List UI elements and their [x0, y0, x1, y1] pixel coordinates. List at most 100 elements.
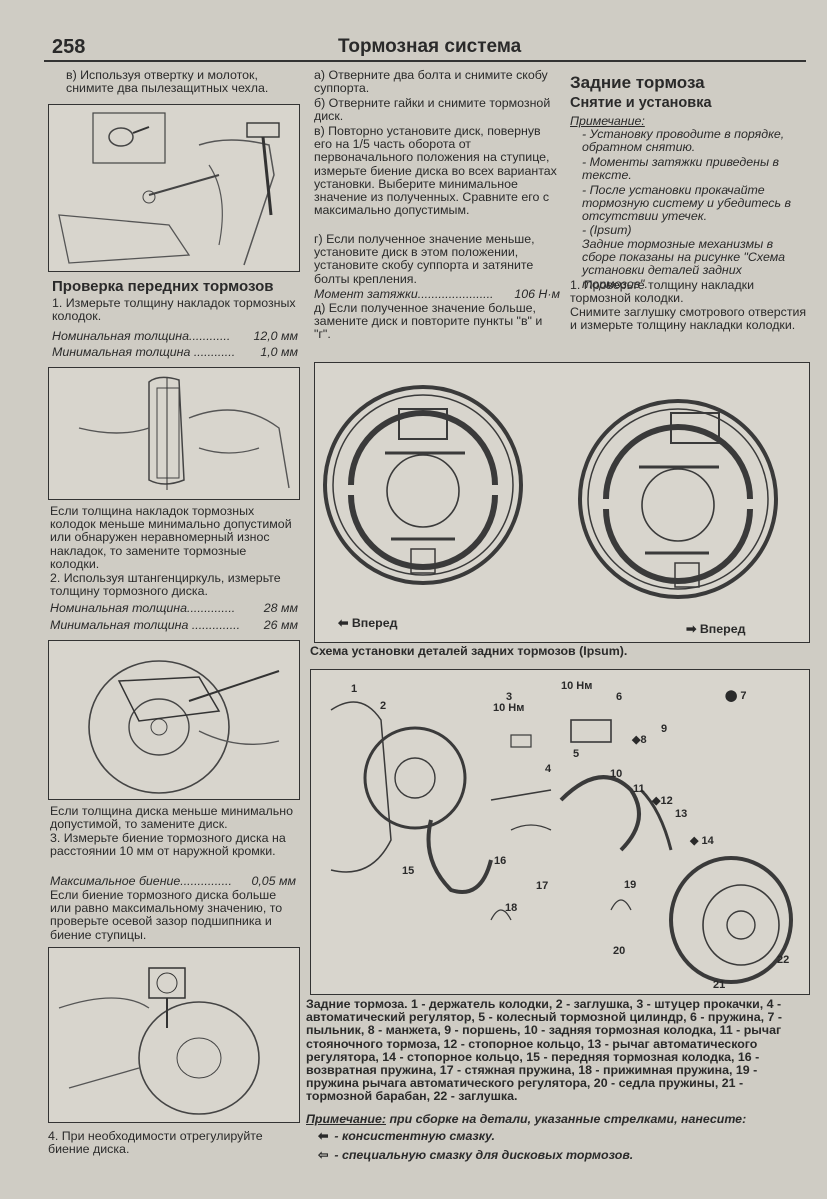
parts-caption: Задние тормоза. 1 - держатель колодки, 2… [306, 997, 782, 1104]
pads-nominal-value: 12,0 мм [253, 329, 298, 343]
figure-disc-measure [48, 640, 300, 800]
runout-note: Если биение тормозного диска больше или … [50, 888, 283, 942]
forward-left-label: Вперед [351, 616, 398, 630]
legend-disc-grease: ⇦ - специальную смазку для дисковых торм… [318, 1148, 634, 1162]
dot-icon: ⬤ [725, 690, 741, 702]
part-label-21: 21 [713, 979, 726, 991]
legend-grease-text: - консистентную смазку. [334, 1129, 495, 1143]
note-4: - (Ipsum) [582, 223, 632, 237]
step-b: б) Отверните гайки и снимите тормозной д… [314, 96, 551, 124]
runout-value: 0,05 мм [251, 874, 296, 888]
disc-min-label: Минимальная толщина .............. [50, 618, 241, 632]
dot-icon: ◆ [632, 734, 641, 746]
legend-disc-grease-text: - специальную смазку для дисковых тормоз… [334, 1148, 634, 1162]
runout-row: Максимальное биение............... 0,05 … [50, 874, 296, 888]
part-label-9: 9 [661, 723, 668, 735]
rear-brake-parts-illustration [330, 701, 793, 984]
pads-nominal-row: Номинальная толщина............ 12,0 мм [52, 329, 298, 343]
step-d: д) Если полученное значение больше, заме… [314, 301, 543, 342]
parts-note-label: Примечание: [306, 1112, 386, 1126]
note-5: Задние тормозные механизмы в сборе показ… [582, 237, 786, 291]
part-label-2: 2 [380, 700, 387, 712]
step-g: г) Если полученное значение меньше, уста… [314, 232, 535, 286]
pads-min-value: 1,0 мм [260, 345, 298, 359]
heading-rear: Задние тормоза [570, 73, 705, 92]
disc-min-value: 26 мм [263, 618, 298, 632]
figure-pad-measure [48, 367, 300, 500]
disc-note: Если толщина диска меньше минимально доп… [50, 804, 293, 832]
pads-nominal-label: Номинальная толщина............ [52, 329, 231, 343]
part-label-14: ◆ 14 [690, 835, 714, 847]
section-title: Тормозная система [338, 36, 522, 57]
part-label-10: 10 [610, 768, 623, 780]
step-v: в) Повторно установите диск, повернув ег… [314, 124, 557, 218]
part-label-1: 1 [351, 683, 358, 695]
step1b-rear: Снимите заглушку смотрового отверстия и … [570, 305, 807, 333]
forward-left: ⬅ Вперед [338, 616, 398, 630]
parts-label-layer: 1 2 3 10 Нм 10 Нм 6 ⬤ 7 ◆8 9 5 4 10 11 ◆… [310, 669, 808, 993]
part-label-19: 19 [624, 879, 637, 891]
part-label-11: 11 [633, 783, 645, 795]
part-label-15: 15 [402, 865, 415, 877]
parts-note-text: при сборке на детали, указанные стрелкам… [389, 1112, 747, 1126]
runout-label: Максимальное биение............... [50, 874, 232, 888]
disc-nominal-label: Номинальная толщина.............. [50, 601, 236, 615]
part-label-7: ⬤ 7 [725, 690, 747, 702]
disc-nominal-row: Номинальная толщина.............. 28 мм [50, 601, 298, 615]
part-label-4: 4 [545, 763, 552, 775]
figure-ipsum [314, 362, 810, 643]
part-label-6: 6 [616, 691, 623, 703]
pads-min-row: Минимальная толщина ............ 1,0 мм [52, 345, 298, 359]
part-label-13: 13 [675, 808, 688, 820]
disc-runout-illustration [58, 967, 260, 1115]
part-label-12: ◆12 [652, 795, 673, 807]
part-label-3-torque: 10 Нм [493, 702, 525, 714]
step1-rear: 1. Проверьте толщину накладки тормозной … [570, 278, 755, 306]
right-drum [578, 399, 778, 599]
ipsum-drums-illustration [323, 385, 778, 599]
figure-dust-covers [48, 104, 300, 272]
note-1: - Установку проводите в порядке, обратно… [582, 127, 785, 155]
step-a: а) Отверните два болта и снимите скобу с… [314, 68, 548, 96]
note-2: - Моменты затяжки приведены в тексте. [582, 155, 780, 183]
forward-right-label: Вперед [699, 622, 746, 636]
subheading-rear: Снятие и установка [570, 95, 712, 111]
pad-measure-illustration [78, 376, 290, 490]
pads-min-label: Минимальная толщина ............ [52, 345, 236, 359]
part-label-10-torque: 10 Нм [561, 680, 593, 692]
arrow-left-icon: ⬅ [338, 616, 349, 630]
step3-front: 3. Измерьте биение тормозного диска на р… [50, 831, 286, 859]
part-label-18: 18 [505, 902, 518, 914]
disc-nominal-value: 28 мм [263, 601, 298, 615]
ipsum-caption: Схема установки деталей задних тормозов … [310, 644, 628, 658]
forward-right: ➡ Вперед [686, 622, 746, 636]
disc-measure-illustration [88, 660, 280, 794]
disc-min-row: Минимальная толщина .............. 26 мм [50, 618, 298, 632]
parts-note: Примечание: при сборке на детали, указан… [306, 1112, 808, 1126]
part-label-16: 16 [494, 855, 507, 867]
dot-icon: ◆ [690, 835, 702, 847]
part-label-20: 20 [613, 945, 626, 957]
step-b-cont: в) Используя отвертку и молоток, снимите… [66, 68, 269, 96]
pads-note: Если толщина накладок тормозных колодок … [50, 504, 292, 571]
torque-value: 106 Н·м [514, 287, 560, 301]
dot-icon: ◆ [652, 795, 661, 807]
left-drum [323, 385, 523, 585]
note-label-rear: Примечание: [570, 114, 645, 128]
part-label-8: ◆8 [632, 734, 647, 746]
legend-grease: ⬅ - консистентную смазку. [318, 1129, 495, 1143]
step1-front: 1. Измерьте толщину накладок тормозных к… [52, 296, 296, 324]
figure-disc-runout [48, 947, 300, 1123]
arrow-right-icon: ➡ [686, 622, 697, 636]
part-label-22: 22 [777, 954, 790, 966]
step4-front: 4. При необходимости отрегулируйте биени… [48, 1129, 263, 1157]
arrow-filled-icon: ⬅ [318, 1129, 329, 1143]
torque-label: Момент затяжки...................... [314, 287, 494, 301]
part-label-17: 17 [536, 880, 549, 892]
torque-row: Момент затяжки...................... 106… [314, 287, 560, 301]
header-rule [44, 60, 806, 62]
arrow-outline-icon: ⇦ [318, 1148, 329, 1162]
figure-parts [310, 669, 810, 995]
heading-front-check: Проверка передних тормозов [52, 278, 274, 295]
part-label-3: 3 [506, 691, 513, 703]
